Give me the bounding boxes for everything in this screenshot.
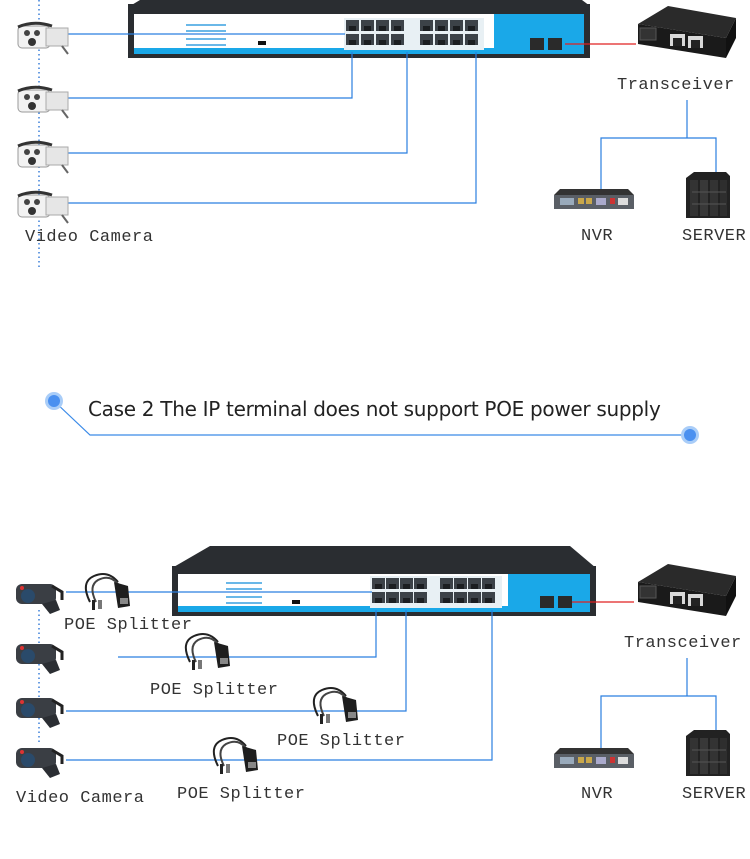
poe-splitter-2 xyxy=(184,633,231,671)
transceiver-label-case1: Transceiver xyxy=(617,76,735,95)
transceiver-device-case2 xyxy=(637,563,737,617)
poe-splitter-label-3: POE Splitter xyxy=(277,732,406,751)
server-device-case1 xyxy=(685,171,731,219)
nvr-device-case1 xyxy=(554,189,634,209)
poe-splitter-label-1: POE Splitter xyxy=(64,616,193,635)
poe-switch-case2 xyxy=(172,546,596,616)
analog-camera-4 xyxy=(14,746,64,780)
video-camera-label-case2: Video Camera xyxy=(16,789,145,808)
poe-switch-case1 xyxy=(128,0,590,58)
camera-links-case1 xyxy=(68,33,477,204)
ip-camera-1 xyxy=(16,21,70,56)
transceiver-device-case1 xyxy=(637,5,737,59)
transceiver-links-case1 xyxy=(600,100,717,192)
video-camera-label-case1: Video Camera xyxy=(25,228,154,247)
poe-splitter-label-2: POE Splitter xyxy=(150,681,279,700)
case2-title: Case 2 The IP terminal does not support … xyxy=(88,397,661,421)
transceiver-label-case2: Transceiver xyxy=(624,634,742,653)
transceiver-links-case2 xyxy=(600,658,717,750)
ip-camera-3 xyxy=(16,140,70,175)
poe-splitter-3 xyxy=(312,687,359,725)
analog-camera-1 xyxy=(14,582,64,616)
case2-header-decoration xyxy=(45,392,699,444)
ip-camera-2 xyxy=(16,85,70,120)
nvr-label-case2: NVR xyxy=(581,785,614,804)
server-label-case1: SERVER xyxy=(682,227,747,246)
nvr-label-case1: NVR xyxy=(581,227,614,246)
ip-camera-4 xyxy=(16,190,70,225)
nvr-device-case2 xyxy=(554,748,634,768)
server-device-case2 xyxy=(685,729,731,777)
poe-splitter-label-4: POE Splitter xyxy=(177,785,306,804)
server-label-case2: SERVER xyxy=(682,785,747,804)
poe-splitter-4 xyxy=(212,737,259,775)
